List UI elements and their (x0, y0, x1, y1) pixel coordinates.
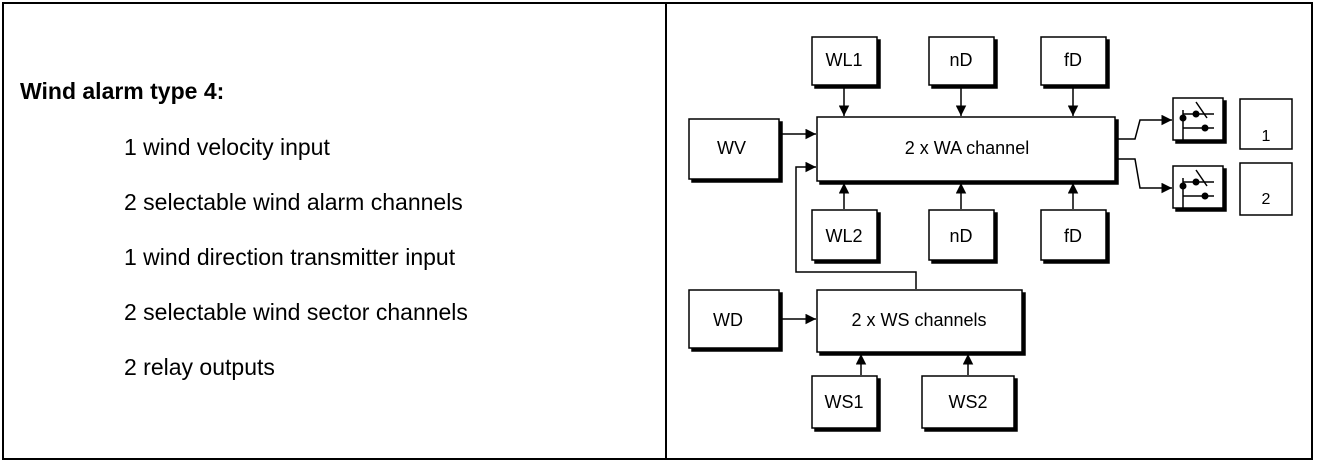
nd-bottom-label: nD (949, 226, 972, 246)
ws1-block: WS1 (811, 375, 878, 429)
column-divider (665, 4, 667, 458)
feature-item: 1 wind direction transmitter input (124, 244, 456, 270)
wa-to-relay-1-arrow (1118, 114, 1172, 140)
wd-label: WD (713, 310, 743, 330)
ws1-label: WS1 (824, 392, 863, 412)
relay-output-1-label: 1 (1262, 128, 1271, 145)
relay-1-icon (1172, 97, 1224, 141)
feature-item: 2 selectable wind alarm channels (124, 189, 463, 215)
relay-output-2: 2 (1239, 162, 1293, 216)
wa-channel-label: 2 x WA channel (905, 138, 1029, 158)
fd-bottom-block: fD (1040, 209, 1107, 261)
feature-item: 2 relay outputs (124, 354, 275, 380)
feature-item: 1 wind velocity input (124, 134, 330, 160)
diagram-panel: WL1 nD fD WV 2 x WA channel (667, 4, 1311, 458)
fd-top-label: fD (1064, 50, 1082, 70)
wl2-label: WL2 (825, 226, 862, 246)
relay-output-2-label: 2 (1262, 191, 1271, 208)
wind-alarm-block-diagram: WL1 nD fD WV 2 x WA channel (688, 36, 1293, 429)
description-panel: Wind alarm type 4: 1 wind velocity input… (4, 4, 664, 458)
wl2-block: WL2 (811, 209, 878, 261)
ws-channels-label: 2 x WS channels (851, 310, 986, 330)
ws2-label: WS2 (948, 392, 987, 412)
fd-bottom-label: fD (1064, 226, 1082, 246)
feature-list: 1 wind velocity input 2 selectable wind … (124, 132, 468, 407)
ws-to-wa-feedback-arrow (795, 161, 917, 289)
feature-item: 2 selectable wind sector channels (124, 299, 468, 325)
relay-output-1: 1 (1239, 98, 1293, 150)
nd-top-block: nD (928, 36, 995, 86)
fd-top-block: fD (1040, 36, 1107, 86)
relay-2-icon (1172, 165, 1224, 209)
wa-channel-block: 2 x WA channel (816, 116, 1116, 182)
nd-top-label: nD (949, 50, 972, 70)
wd-block: WD (688, 289, 780, 349)
ws2-block: WS2 (921, 375, 1015, 429)
ws-channels-block: 2 x WS channels (816, 289, 1023, 353)
diagram-arrows (782, 88, 1172, 375)
wl1-label: WL1 (825, 50, 862, 70)
wv-block: WV (688, 118, 780, 180)
wl1-block: WL1 (811, 36, 878, 86)
nd-bottom-block: nD (928, 209, 995, 261)
wa-to-relay-2-arrow (1118, 158, 1172, 194)
description-title: Wind alarm type 4: (20, 78, 225, 104)
wv-label: WV (717, 138, 746, 158)
